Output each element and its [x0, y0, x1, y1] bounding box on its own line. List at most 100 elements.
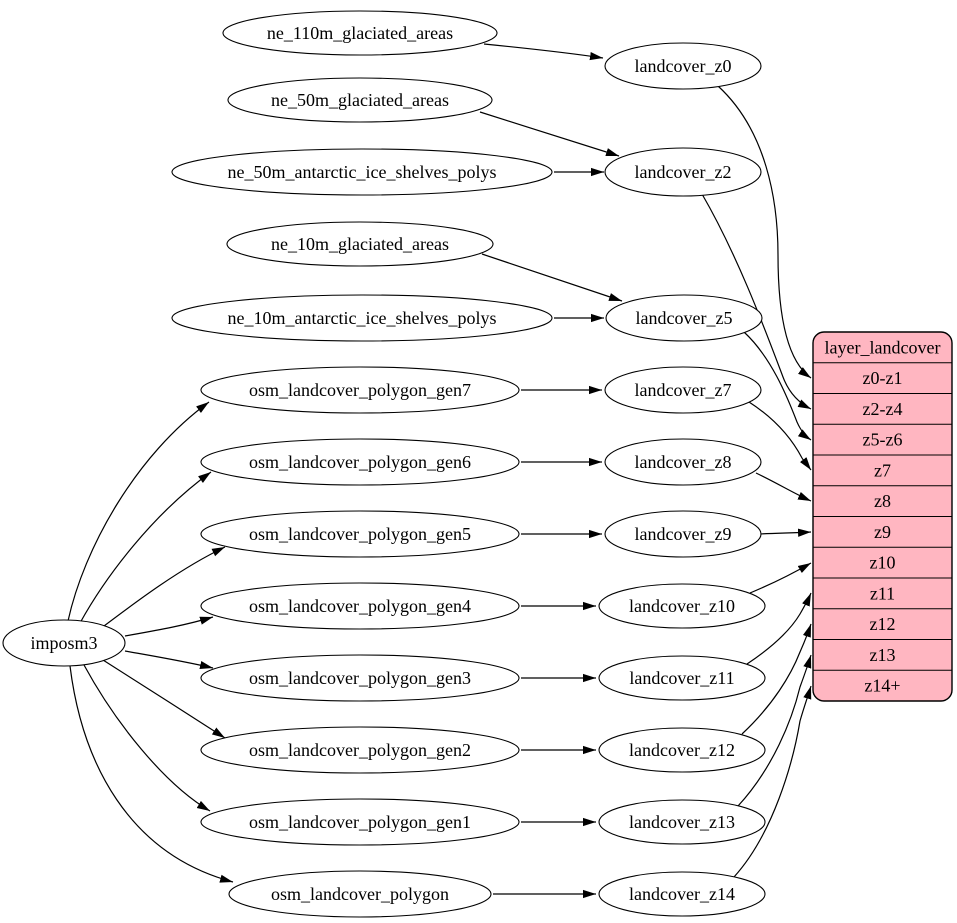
edge-imposm3--osm_landcover_polygon_gen3 — [124, 650, 214, 670]
record-cell-z10: z10 — [870, 553, 896, 573]
node-landcover_z5: landcover_z5 — [605, 294, 763, 342]
node-label-landcover_z5: landcover_z5 — [636, 308, 733, 328]
node-shape-ne_10m_glaciated_areas — [226, 221, 494, 267]
node-landcover_z14: landcover_z14 — [598, 871, 766, 917]
node-shape-landcover_z12 — [598, 727, 766, 773]
edge-imposm3--osm_landcover_polygon_gen7 — [67, 401, 210, 622]
node-landcover_z7: landcover_z7 — [604, 366, 762, 414]
record-cell-z13: z13 — [870, 645, 896, 665]
node-shape-osm_landcover_polygon_gen3 — [200, 654, 520, 702]
node-label-landcover_z13: landcover_z13 — [629, 812, 735, 832]
edge-landcover_z13--layer_landcover.z13 — [737, 654, 812, 807]
node-shape-ne_110m_glaciated_areas — [222, 10, 498, 56]
node-label-landcover_z14: landcover_z14 — [629, 884, 735, 904]
node-shape-landcover_z9 — [604, 510, 762, 558]
node-landcover_z10: landcover_z10 — [598, 583, 766, 629]
node-label-ne_50m_glaciated_areas: ne_50m_glaciated_areas — [271, 90, 449, 110]
node-shape-osm_landcover_polygon_gen7 — [200, 366, 520, 414]
node-shape-imposm3 — [2, 619, 126, 667]
record-cell-z8: z8 — [874, 491, 891, 511]
node-osm_landcover_polygon_gen4: osm_landcover_polygon_gen4 — [200, 582, 520, 630]
node-label-osm_landcover_polygon_gen5: osm_landcover_polygon_gen5 — [249, 524, 471, 544]
node-shape-osm_landcover_polygon_gen5 — [200, 510, 520, 558]
node-label-osm_landcover_polygon_gen7: osm_landcover_polygon_gen7 — [249, 380, 471, 400]
node-landcover_z2: landcover_z2 — [604, 147, 762, 197]
table-layer: layer_landcoverz0-z1z2-z4z5-z6z7z8z9z10z… — [812, 331, 953, 702]
node-osm_landcover_polygon_gen6: osm_landcover_polygon_gen6 — [200, 438, 520, 486]
node-label-imposm3: imposm3 — [30, 633, 97, 653]
record-cell-z12: z12 — [870, 614, 896, 634]
node-label-osm_landcover_polygon_gen1: osm_landcover_polygon_gen1 — [249, 812, 471, 832]
record-cell-z2-z4: z2-z4 — [863, 399, 903, 419]
node-ne_10m_glaciated_areas: ne_10m_glaciated_areas — [226, 221, 494, 267]
node-label-ne_110m_glaciated_areas: ne_110m_glaciated_areas — [267, 23, 453, 43]
node-label-landcover_z9: landcover_z9 — [635, 524, 732, 544]
record-cell-z14+: z14+ — [864, 676, 900, 696]
node-shape-landcover_z5 — [605, 294, 763, 342]
edge-landcover_z5--layer_landcover.z5-z6 — [743, 331, 812, 441]
edge-landcover_z7--layer_landcover.z7 — [748, 401, 812, 471]
node-osm_landcover_polygon_gen1: osm_landcover_polygon_gen1 — [200, 798, 520, 846]
node-shape-ne_50m_antarctic_ice_shelves_polys — [171, 148, 553, 196]
edge-landcover_z8--layer_landcover.z8 — [755, 472, 812, 502]
edge-imposm3--osm_landcover_polygon_gen2 — [102, 659, 226, 739]
node-label-landcover_z12: landcover_z12 — [629, 740, 735, 760]
node-shape-ne_50m_glaciated_areas — [227, 77, 493, 123]
edge-landcover_z10--layer_landcover.z10 — [749, 562, 812, 594]
node-shape-landcover_z8 — [604, 438, 762, 486]
record-cell-z0-z1: z0-z1 — [863, 368, 903, 388]
node-label-osm_landcover_polygon_gen3: osm_landcover_polygon_gen3 — [249, 668, 471, 688]
record-header-layer_landcover: layer_landcover — [825, 337, 941, 357]
edge-landcover_z9--layer_landcover.z9 — [759, 528, 812, 537]
edge-imposm3--osm_landcover_polygon_gen5 — [99, 546, 226, 630]
node-shape-osm_landcover_polygon_gen2 — [200, 726, 520, 774]
node-ne_110m_glaciated_areas: ne_110m_glaciated_areas — [222, 10, 498, 56]
record-cell-z9: z9 — [874, 522, 891, 542]
node-shape-landcover_z7 — [604, 366, 762, 414]
node-label-landcover_z8: landcover_z8 — [635, 452, 732, 472]
node-label-osm_landcover_polygon: osm_landcover_polygon — [271, 884, 449, 904]
node-shape-osm_landcover_polygon_gen1 — [200, 798, 520, 846]
node-ne_10m_antarctic_ice_shelves_polys: ne_10m_antarctic_ice_shelves_polys — [171, 294, 553, 342]
edge-landcover_z2--layer_landcover.z2-z4 — [701, 193, 812, 410]
node-landcover_z9: landcover_z9 — [604, 510, 762, 558]
edge-ne_10m_glaciated_areas--landcover_z5 — [481, 253, 623, 302]
node-landcover_z13: landcover_z13 — [598, 799, 766, 845]
node-osm_landcover_polygon_gen2: osm_landcover_polygon_gen2 — [200, 726, 520, 774]
node-shape-osm_landcover_polygon — [228, 870, 492, 918]
node-ne_50m_glaciated_areas: ne_50m_glaciated_areas — [227, 77, 493, 123]
node-shape-landcover_z10 — [598, 583, 766, 629]
edge-landcover_z0--layer_landcover.z0-z1 — [717, 85, 812, 379]
node-landcover_z8: landcover_z8 — [604, 438, 762, 486]
node-label-ne_10m_glaciated_areas: ne_10m_glaciated_areas — [271, 234, 449, 254]
node-label-landcover_z0: landcover_z0 — [635, 56, 732, 76]
node-landcover_z11: landcover_z11 — [598, 655, 766, 701]
node-label-landcover_z11: landcover_z11 — [629, 668, 734, 688]
record-cell-z11: z11 — [870, 583, 895, 603]
node-shape-landcover_z11 — [598, 655, 766, 701]
node-label-landcover_z2: landcover_z2 — [635, 162, 732, 182]
node-osm_landcover_polygon_gen7: osm_landcover_polygon_gen7 — [200, 366, 520, 414]
edge-imposm3--osm_landcover_polygon — [69, 665, 234, 883]
node-imposm3: imposm3 — [2, 619, 126, 667]
node-label-landcover_z10: landcover_z10 — [629, 596, 735, 616]
node-shape-ne_10m_antarctic_ice_shelves_polys — [171, 294, 553, 342]
node-label-landcover_z7: landcover_z7 — [635, 380, 732, 400]
edge-landcover_z14--layer_landcover.z14+ — [733, 685, 812, 878]
node-osm_landcover_polygon_gen5: osm_landcover_polygon_gen5 — [200, 510, 520, 558]
edges-layer — [67, 43, 812, 899]
node-shape-landcover_z2 — [604, 147, 762, 197]
edge-landcover_z12--layer_landcover.z12 — [741, 623, 812, 735]
node-shape-landcover_z0 — [604, 42, 762, 90]
node-landcover_z12: landcover_z12 — [598, 727, 766, 773]
node-shape-landcover_z14 — [598, 871, 766, 917]
node-shape-osm_landcover_polygon_gen4 — [200, 582, 520, 630]
node-osm_landcover_polygon_gen3: osm_landcover_polygon_gen3 — [200, 654, 520, 702]
node-ne_50m_antarctic_ice_shelves_polys: ne_50m_antarctic_ice_shelves_polys — [171, 148, 553, 196]
node-label-osm_landcover_polygon_gen2: osm_landcover_polygon_gen2 — [249, 740, 471, 760]
record-cell-z7: z7 — [874, 460, 891, 480]
edge-landcover_z11--layer_landcover.z11 — [746, 592, 812, 665]
edge-imposm3--osm_landcover_polygon_gen1 — [83, 664, 211, 812]
